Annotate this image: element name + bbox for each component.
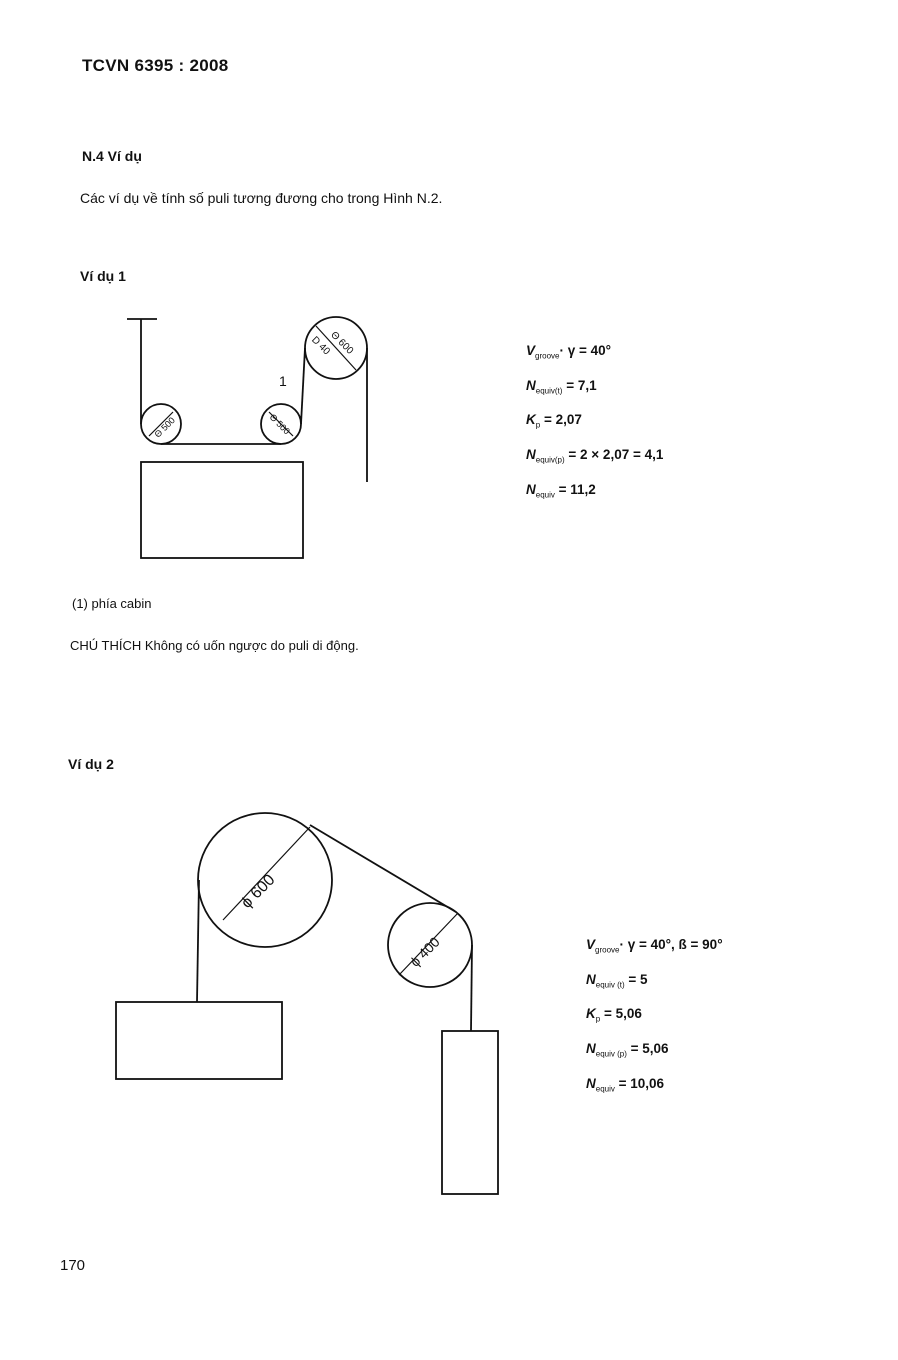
page-number: 170 xyxy=(60,1257,86,1274)
pulley-c-groove-label: D 40 xyxy=(309,335,332,358)
pulley-a-label: Θ 500 xyxy=(153,415,177,439)
example-2-diagram xyxy=(115,812,499,1195)
formula-row: Nequiv(p) = 2 × 2,07 = 4,1 xyxy=(526,447,664,465)
formula-row: Nequiv(t) = 7,1 xyxy=(526,377,597,396)
formula-row: Nequiv (p) = 5,06 xyxy=(586,1041,669,1059)
formula-row: Nequiv (t) = 5 xyxy=(586,971,648,990)
counterweight-box xyxy=(441,1030,499,1195)
example-1-title: Ví dụ 1 xyxy=(80,268,126,284)
formula-row: Nequiv = 10,06 xyxy=(586,1075,665,1094)
rope-segment xyxy=(300,347,306,425)
formula-row: Vgroove· γ = 40° xyxy=(526,343,612,361)
figure-note: CHÚ THÍCH Không có uốn ngược do puli di … xyxy=(70,638,359,653)
example-1-labels: Θ 500 Θ 500 Θ 600 D 40 1 xyxy=(153,330,356,440)
pulley-small-label: ϕ 400 xyxy=(407,933,443,969)
formula-row: Kp = 2,07 xyxy=(526,412,582,431)
section-title: N.4 Ví dụ xyxy=(82,148,142,164)
formula-row: Vgroove· γ = 40°, ß = 90° xyxy=(586,937,723,955)
document-header: TCVN 6395 : 2008 xyxy=(82,56,229,75)
formula-row: Kp = 5,06 xyxy=(586,1006,642,1025)
cabin-box xyxy=(115,1001,283,1080)
pulley-large-label: ϕ 600 xyxy=(238,871,278,911)
pulley-large xyxy=(197,812,333,948)
example-2-title: Ví dụ 2 xyxy=(68,756,114,772)
formula-row: Nequiv = 11,2 xyxy=(526,481,596,500)
rope-segment xyxy=(196,879,200,1003)
example-1-formulas: Vgroove· γ = 40° Nequiv(t) = 7,1 Kp = 2,… xyxy=(526,336,663,509)
example-2-formulas: Vgroove· γ = 40°, ß = 90° Nequiv (t) = 5… xyxy=(586,930,723,1103)
figure-key: (1) phía cabin xyxy=(72,596,152,611)
callout-number: 1 xyxy=(279,373,287,389)
cabin-box xyxy=(140,461,304,559)
rope-segment xyxy=(309,824,457,913)
intro-text: Các ví dụ về tính số puli tương đương ch… xyxy=(80,190,443,206)
pulley-b-label: Θ 500 xyxy=(268,412,292,436)
rope-segment xyxy=(470,944,473,1032)
example-1-diagram xyxy=(127,316,368,559)
